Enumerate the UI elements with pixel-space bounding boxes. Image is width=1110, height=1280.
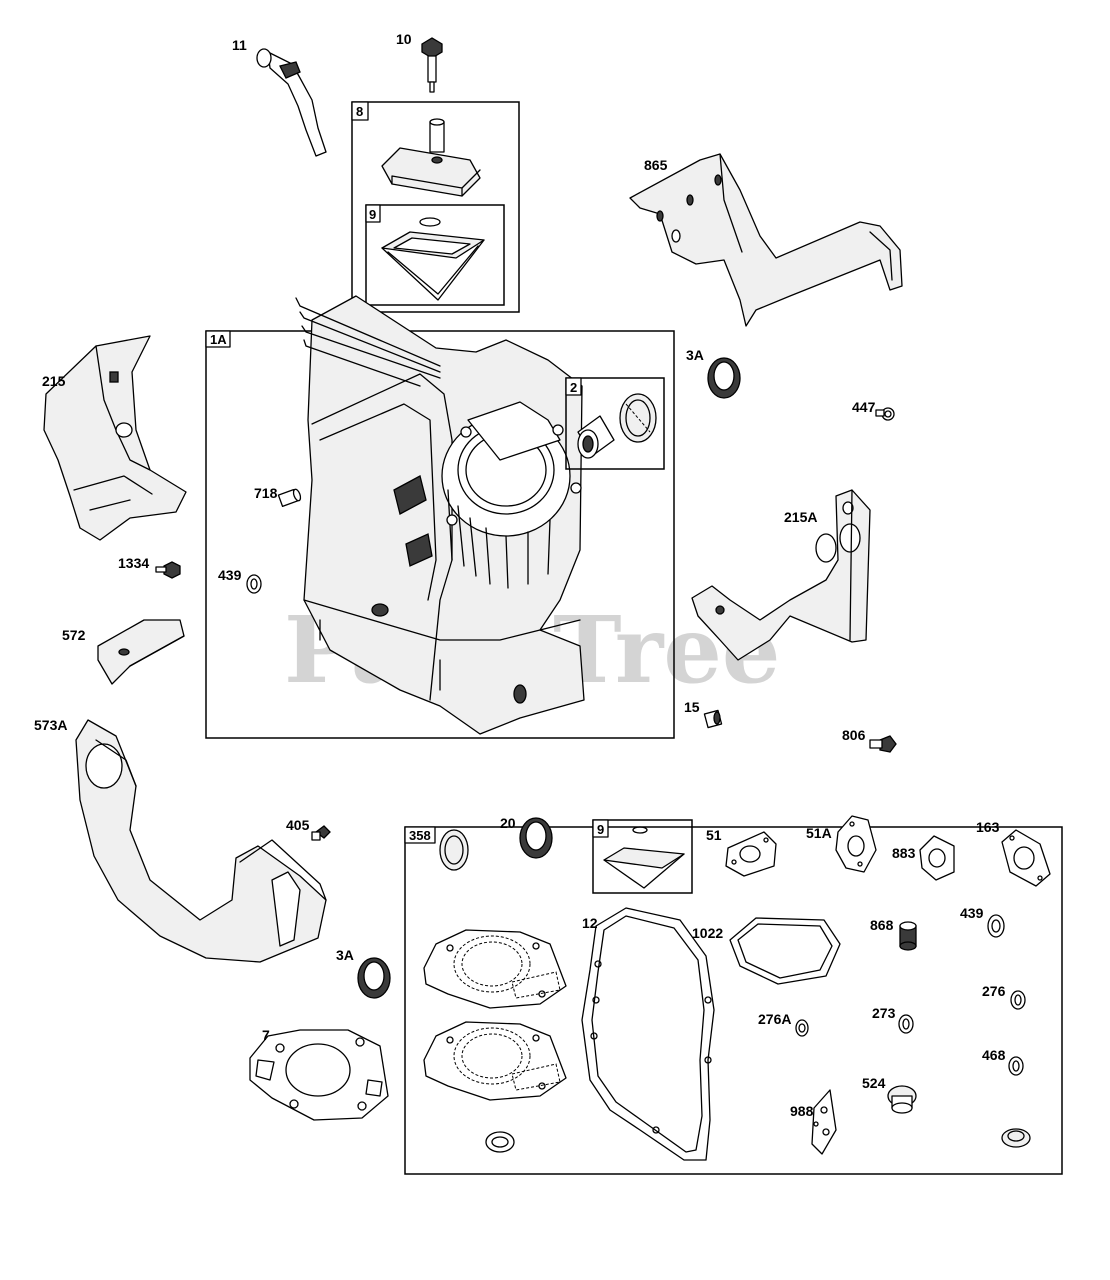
- part-865-shield[interactable]: [629, 153, 903, 327]
- part-405-screw[interactable]: [311, 825, 331, 841]
- part-883-gasket[interactable]: [919, 835, 955, 881]
- part-3A-oil-seal-top[interactable]: [707, 357, 741, 399]
- label-3A-top: 3A: [686, 347, 704, 363]
- label-865: 865: [644, 157, 668, 173]
- part-8-valve-cover[interactable]: [381, 118, 481, 197]
- part-7-head-gasket[interactable]: [249, 1029, 389, 1121]
- part-868-valve-seal[interactable]: [899, 921, 917, 951]
- box-2-frame: [565, 377, 665, 470]
- label-7: 7: [262, 1027, 270, 1043]
- part-9-gasket-kit[interactable]: [603, 826, 685, 889]
- part-468-washer[interactable]: [1008, 1056, 1024, 1076]
- label-405: 405: [286, 817, 310, 833]
- label-524: 524: [862, 1075, 886, 1091]
- label-439-kit: 439: [960, 905, 984, 921]
- label-51: 51: [706, 827, 722, 843]
- label-718: 718: [254, 485, 278, 501]
- part-1334-screw[interactable]: [155, 561, 181, 579]
- part-12-crankcase-gasket[interactable]: [581, 907, 715, 1161]
- kit-head-gasket-lower[interactable]: [423, 1021, 567, 1101]
- label-273: 273: [872, 1005, 896, 1021]
- part-10-bolt[interactable]: [421, 37, 443, 93]
- box-1A-frame: [205, 330, 675, 739]
- part-806-screw[interactable]: [869, 735, 897, 753]
- label-1022: 1022: [692, 925, 723, 941]
- box-9-top-label: 9: [369, 207, 376, 222]
- label-1334: 1334: [118, 555, 149, 571]
- part-15-fitting[interactable]: [703, 709, 723, 729]
- box-1A-label: 1A: [210, 332, 227, 347]
- box-8-label: 8: [356, 104, 363, 119]
- part-276A-washer[interactable]: [795, 1019, 809, 1037]
- label-572: 572: [62, 627, 86, 643]
- label-215A: 215A: [784, 509, 817, 525]
- part-572-bracket[interactable]: [97, 619, 185, 685]
- label-3A-bottom: 3A: [336, 947, 354, 963]
- kit-small-ring[interactable]: [485, 1131, 515, 1153]
- part-573A-blower-housing[interactable]: [75, 719, 327, 963]
- box-9-top-tag: [365, 204, 381, 223]
- box-358-frame: [404, 826, 1063, 1175]
- kit-seal-ring[interactable]: [1001, 1128, 1031, 1148]
- box-1A-tag: [205, 330, 231, 348]
- box-9-kit-frame: [592, 819, 693, 894]
- kit-ring[interactable]: [439, 829, 469, 871]
- label-20: 20: [500, 815, 516, 831]
- part-215A-shield[interactable]: [691, 489, 871, 661]
- part-51-gasket[interactable]: [725, 831, 777, 877]
- label-11: 11: [232, 37, 247, 53]
- label-868: 868: [870, 917, 894, 933]
- label-573A: 573A: [34, 717, 67, 733]
- label-276A: 276A: [758, 1011, 791, 1027]
- box-9-top-frame: [365, 204, 505, 306]
- part-1A-crankcase-cylinder[interactable]: [295, 295, 585, 735]
- box-358-tag: [404, 826, 436, 844]
- box-8-tag: [351, 101, 369, 121]
- part-215-air-guide[interactable]: [43, 335, 187, 541]
- part-3A-oil-seal-bottom[interactable]: [357, 957, 391, 999]
- part-51A-gasket[interactable]: [835, 815, 877, 873]
- part-20-oil-seal[interactable]: [519, 817, 553, 859]
- label-15: 15: [684, 699, 700, 715]
- part-1022-gasket[interactable]: [729, 917, 841, 985]
- part-273-washer[interactable]: [898, 1014, 914, 1034]
- kit-head-gasket-upper[interactable]: [423, 929, 567, 1009]
- box-9-kit-tag: [592, 819, 609, 838]
- part-276-washer[interactable]: [1010, 990, 1026, 1010]
- part-988-gasket[interactable]: [811, 1089, 837, 1155]
- label-10: 10: [396, 31, 412, 47]
- label-883: 883: [892, 845, 916, 861]
- label-447: 447: [852, 399, 876, 415]
- box-2-label: 2: [570, 380, 577, 395]
- box-358-label: 358: [409, 828, 431, 843]
- label-439-left: 439: [218, 567, 242, 583]
- part-524-plug[interactable]: [887, 1085, 917, 1114]
- label-806: 806: [842, 727, 866, 743]
- part-447-plug[interactable]: [875, 407, 895, 421]
- label-988: 988: [790, 1103, 814, 1119]
- label-163: 163: [976, 819, 1000, 835]
- label-51A: 51A: [806, 825, 832, 841]
- label-468: 468: [982, 1047, 1006, 1063]
- label-215: 215: [42, 373, 66, 389]
- box-9-kit-label: 9: [597, 822, 604, 837]
- label-12: 12: [582, 915, 598, 931]
- label-276: 276: [982, 983, 1006, 999]
- box-8-frame: [351, 101, 520, 313]
- part-163-gasket[interactable]: [1001, 829, 1051, 887]
- part-718-dowel[interactable]: [277, 488, 302, 508]
- part-11-breather-hose[interactable]: [256, 48, 327, 157]
- box-2-tag: [565, 377, 582, 396]
- part-439-washer-kit[interactable]: [987, 914, 1005, 938]
- part-439-washer-left[interactable]: [246, 574, 262, 594]
- part-9-gasket-top[interactable]: [381, 217, 485, 301]
- part-2-bearing-sleeve[interactable]: [577, 393, 657, 459]
